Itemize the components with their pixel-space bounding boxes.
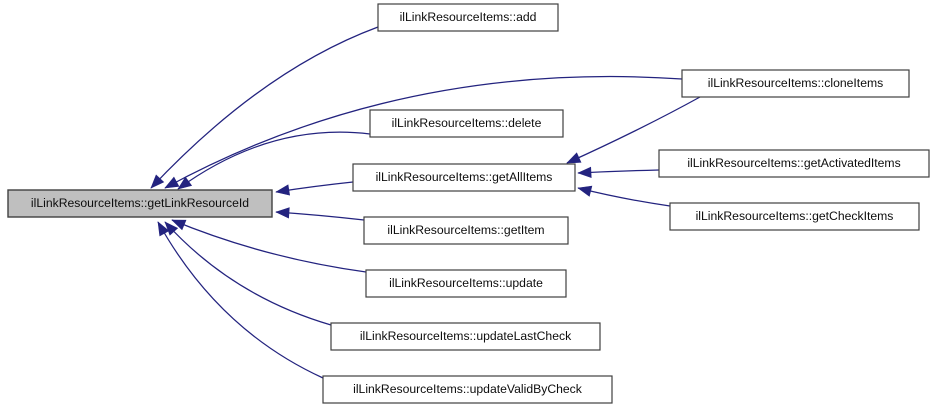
- edge-updateLastCheck-to-getLinkResourceId: [164, 221, 332, 326]
- edges-layer: [150, 26, 701, 379]
- edge-getItem-to-getLinkResourceId: [275, 207, 365, 221]
- edge-arrowhead: [164, 221, 179, 236]
- edge-arrowhead: [150, 174, 165, 189]
- node-box-delete[interactable]: [369, 109, 564, 138]
- node-label-updateLastCheck: ilLinkResourceItems::updateLastCheck: [360, 329, 572, 343]
- node-getCheckItems[interactable]: ilLinkResourceItems::getCheckItems: [669, 202, 920, 231]
- edge-cloneItems-to-getLinkResourceId: [164, 75, 683, 189]
- edge-delete-to-getLinkResourceId: [177, 131, 371, 190]
- edge-line: [171, 219, 367, 273]
- edge-arrowhead: [275, 184, 291, 196]
- node-label-delete: ilLinkResourceItems::delete: [392, 116, 542, 130]
- edge-line: [157, 221, 324, 379]
- node-delete[interactable]: ilLinkResourceItems::delete: [369, 109, 564, 138]
- node-cloneItems[interactable]: ilLinkResourceItems::cloneItems: [681, 69, 910, 98]
- edge-line: [177, 131, 371, 190]
- edge-line: [150, 26, 379, 189]
- edge-updateValidByCheck-to-getLinkResourceId: [157, 221, 324, 379]
- edge-arrowhead: [577, 185, 593, 197]
- node-box-getItem[interactable]: [363, 216, 569, 245]
- node-box-getLinkResourceId[interactable]: [7, 189, 273, 218]
- node-label-updateValidByCheck: ilLinkResourceItems::updateValidByCheck: [353, 382, 583, 396]
- node-label-cloneItems: ilLinkResourceItems::cloneItems: [708, 76, 883, 90]
- edge-update-to-getLinkResourceId: [171, 219, 367, 273]
- node-getLinkResourceId[interactable]: ilLinkResourceItems::getLinkResourceId: [7, 189, 273, 218]
- edge-line: [164, 221, 332, 326]
- node-label-add: ilLinkResourceItems::add: [400, 10, 537, 24]
- edge-cloneItems-to-getAllItems: [566, 96, 701, 164]
- node-label-update: ilLinkResourceItems::update: [389, 276, 543, 290]
- edge-getAllItems-to-getLinkResourceId: [275, 181, 354, 196]
- node-box-update[interactable]: [365, 269, 567, 298]
- edge-add-to-getLinkResourceId: [150, 26, 379, 189]
- node-updateValidByCheck[interactable]: ilLinkResourceItems::updateValidByCheck: [322, 375, 613, 404]
- node-box-getCheckItems[interactable]: [669, 202, 920, 231]
- edge-line: [164, 75, 683, 189]
- nodes-layer: ilLinkResourceItems::getLinkResourceIdil…: [7, 3, 930, 404]
- edge-arrowhead: [157, 221, 170, 237]
- node-label-getAllItems: ilLinkResourceItems::getAllItems: [376, 170, 553, 184]
- edge-arrowhead: [275, 207, 290, 219]
- node-label-getLinkResourceId: ilLinkResourceItems::getLinkResourceId: [31, 196, 249, 210]
- node-box-updateLastCheck[interactable]: [330, 322, 601, 351]
- edge-arrowhead: [177, 176, 193, 190]
- node-label-getItem: ilLinkResourceItems::getItem: [387, 223, 544, 237]
- node-label-getCheckItems: ilLinkResourceItems::getCheckItems: [696, 209, 894, 223]
- node-box-getActivatedItems[interactable]: [658, 149, 930, 178]
- edge-getActivatedItems-to-getAllItems: [577, 166, 660, 178]
- node-add[interactable]: ilLinkResourceItems::add: [377, 3, 559, 32]
- edge-line: [566, 96, 701, 164]
- node-getItem[interactable]: ilLinkResourceItems::getItem: [363, 216, 569, 245]
- node-update[interactable]: ilLinkResourceItems::update: [365, 269, 567, 298]
- edge-arrowhead: [171, 219, 187, 231]
- node-box-getAllItems[interactable]: [352, 163, 576, 192]
- node-getActivatedItems[interactable]: ilLinkResourceItems::getActivatedItems: [658, 149, 930, 178]
- edge-getCheckItems-to-getAllItems: [577, 185, 671, 207]
- node-box-updateValidByCheck[interactable]: [322, 375, 613, 404]
- edge-arrowhead: [577, 166, 592, 178]
- node-box-add[interactable]: [377, 3, 559, 32]
- node-getAllItems[interactable]: ilLinkResourceItems::getAllItems: [352, 163, 576, 192]
- node-box-cloneItems[interactable]: [681, 69, 910, 98]
- node-label-getActivatedItems: ilLinkResourceItems::getActivatedItems: [687, 156, 900, 170]
- edge-arrowhead: [164, 176, 180, 189]
- edge-line: [577, 187, 671, 207]
- edge-arrowhead: [566, 152, 582, 164]
- node-updateLastCheck[interactable]: ilLinkResourceItems::updateLastCheck: [330, 322, 601, 351]
